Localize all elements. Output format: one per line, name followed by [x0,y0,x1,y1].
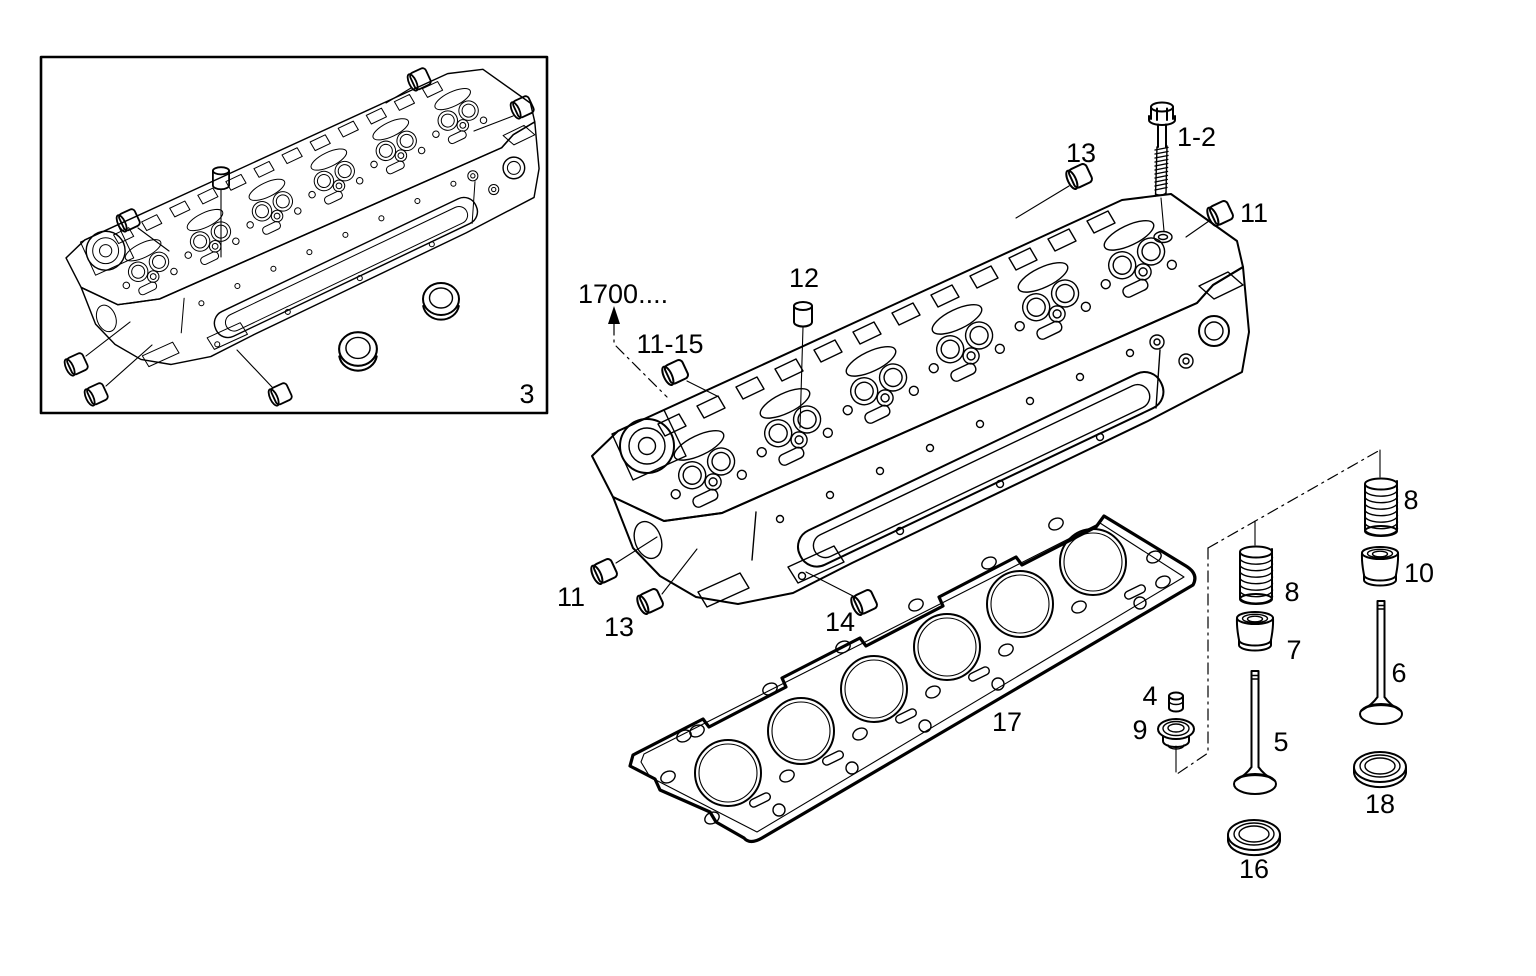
callout-10: 10 [1404,558,1434,588]
valve-spring [1239,545,1274,605]
valve-group-left: 8 7 5 16 [1227,545,1302,884]
callout-1-2: 1-2 [1177,122,1216,152]
callout-13-bottom: 13 [604,612,634,642]
valve-seat-ring [1353,751,1407,789]
callout-7: 7 [1286,635,1301,665]
callout-5: 5 [1273,727,1288,757]
cup-plug [1203,198,1236,229]
cup-plug [81,381,110,409]
gasket-slots [749,584,1147,817]
construction-lines [1175,449,1381,775]
cup-plug [633,586,666,617]
spring-retainer [1235,611,1275,652]
engine-valve [1233,670,1277,795]
callout-11-bottom: 11 [557,582,585,612]
inset-frame [39,55,549,415]
cup-plug [587,556,620,587]
callout-12: 12 [789,263,819,293]
gasket-holes [660,517,1171,825]
valve-spring [1364,477,1399,537]
inset-ring-seals [338,282,460,372]
inset-cup-plugs [61,66,536,409]
callout-11-top: 11 [1240,198,1268,228]
ring-seal [422,282,460,321]
inset-panel: 3 [39,55,549,415]
gasket-bores [694,528,1127,807]
callout-9: 9 [1132,715,1147,745]
valve-stem-seal-group: 4 9 [1132,681,1195,750]
callout-16: 16 [1239,854,1269,884]
cup-plug [658,357,691,388]
cup-plug [793,301,813,328]
callout-1700: 1700.... [578,279,668,309]
head-gasket: 17 [628,514,1197,844]
callout-11-15: 11-15 [636,329,703,359]
callout-18: 18 [1365,789,1395,819]
callout-13-top: 13 [1066,138,1096,168]
valve-seat-ring [1227,819,1281,857]
ring-seal [338,331,378,372]
sealing-cap [1168,691,1184,713]
cylinder-head-bolt: 1-2 [1148,101,1216,244]
callout-4: 4 [1142,681,1157,711]
callout-14: 14 [825,607,855,637]
spring-retainer [1360,546,1400,587]
callout-8-right: 8 [1403,485,1418,515]
section-reference: 1700.... [578,279,668,398]
callout-3: 3 [519,379,534,409]
valve-group-right: 8 10 6 18 [1353,477,1434,819]
callout-6: 6 [1391,658,1406,688]
main-cup-plugs: 13 11 12 11-15 11 13 14 [557,138,1268,642]
cup-plug [61,351,90,379]
callout-17: 17 [992,707,1022,737]
up-arrow-icon [608,306,620,324]
callout-8-left: 8 [1284,577,1299,607]
valve-stem-seal [1157,718,1195,750]
